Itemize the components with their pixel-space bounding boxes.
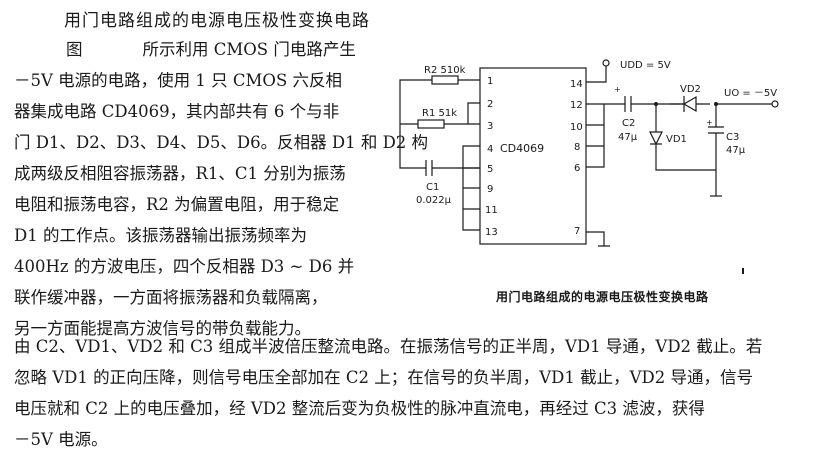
figure-ref: 图 [66, 40, 83, 59]
pin-6: 6 [574, 163, 580, 174]
pin-14: 14 [570, 79, 583, 90]
pin-1: 1 [487, 76, 493, 87]
pin-4: 4 [487, 144, 493, 155]
pin-5: 5 [487, 164, 493, 175]
intro-line-10: 另一方面能提高方波信号的带负载能力。 [14, 319, 311, 338]
intro-line-9: 联作缓冲器，一方面将振荡器和负载隔离， [14, 288, 328, 307]
document-title: 用门电路组成的电源电压极性变换电路 [64, 11, 370, 31]
r1-label: R1 51k [422, 108, 457, 119]
c1-label: C1 [426, 182, 439, 193]
ic-label: CD4069 [500, 142, 544, 155]
pin-7: 7 [574, 226, 580, 237]
intro-line-7: D1 的工作点。该振荡器输出振荡频率为 [14, 226, 307, 245]
intro-line-5: 成两级反相阻容振荡器，R1、C1 分别为振荡 [14, 164, 346, 183]
wire-input-taps [463, 167, 480, 210]
wire-output-bus [586, 104, 605, 168]
c3-label: C3 [726, 132, 739, 143]
intro-line-3: 器集成电路 CD4069，其内部共有 6 个与非 [14, 102, 340, 121]
vdd-label: UDD = 5V [620, 60, 671, 71]
svg-text:+: + [614, 85, 621, 94]
rectifier-paragraph: 由 C2、VD1、VD2 和 C3 组成半波倍压整流电路。在振荡信号的正半周，V… [14, 331, 829, 455]
diode-vd2 [682, 95, 697, 113]
full-line-4: －5V 电源。 [14, 430, 108, 449]
wire-pin2 [467, 102, 480, 124]
pin-3: 3 [487, 121, 493, 132]
c2-value: 47μ [618, 132, 638, 143]
resistor-r1 [417, 119, 445, 129]
intro-line-1: 图所示利用 CMOS 门电路产生 [66, 40, 356, 59]
wire-vdd [586, 66, 607, 83]
pin-8: 8 [574, 142, 580, 153]
c3-value: 47μ [726, 145, 746, 156]
resistor-r2 [431, 75, 459, 85]
intro-line-6: 电阻和振荡电容，R2 为偏置电阻，用于稳定 [14, 195, 340, 214]
c1-value: 0.022μ [416, 195, 452, 206]
intro-line-2: －5V 电源的电路，使用 1 只 CMOS 六反相 [14, 71, 342, 90]
svg-text:+: + [706, 118, 713, 127]
pin-2: 2 [487, 99, 493, 110]
full-line-3: 电压就和 C2 上的电压叠加，经 VD2 整流后变为负极性的脉冲直流电，再经过 … [14, 399, 705, 418]
capacitor-c1 [425, 160, 433, 176]
diode-vd1 [649, 131, 663, 146]
intro-paragraph: 图所示利用 CMOS 门电路产生 －5V 电源的电路，使用 1 只 CMOS 六… [14, 34, 484, 344]
pin-12: 12 [570, 100, 583, 111]
vd2-label: VD2 [680, 84, 701, 95]
pin-11: 11 [485, 205, 498, 216]
pin-13: 13 [485, 227, 498, 238]
full-line-1: 由 C2、VD1、VD2 和 C3 组成半波倍压整流电路。在振荡信号的正半周，V… [14, 337, 763, 356]
pin-10: 10 [570, 122, 583, 133]
capacitor-c3 [708, 104, 724, 196]
capacitor-c2 [624, 96, 632, 112]
r2-label: R2 510k [424, 65, 466, 76]
intro-line-8: 400Hz 的方波电压，四个反相器 D3 ~ D6 并 [14, 257, 355, 276]
output-terminal [771, 100, 779, 108]
wire-ground-bus [655, 144, 716, 171]
full-line-2: 忽略 VD1 的正向压降，则信号电压全部加在 C2 上；在信号的负半周，VD1 … [14, 368, 754, 387]
ic-cd4069 [479, 67, 587, 245]
pin-9: 9 [487, 184, 493, 195]
vdd-terminal [602, 59, 610, 67]
uo-label: UO = －5V [724, 88, 777, 99]
wire-r2-left [399, 79, 432, 124]
vd1-label: VD1 [666, 134, 687, 145]
c2-label: C2 [622, 118, 635, 129]
ground-ic [586, 231, 610, 247]
wire-c1-left [399, 124, 426, 169]
intro-line-4: 门 D1、D2、D3、D4、D5、D6。反相器 D1 和 D2 构 [14, 133, 429, 152]
figure-caption: 用门电路组成的电源电压极性变换电路 [496, 290, 709, 304]
